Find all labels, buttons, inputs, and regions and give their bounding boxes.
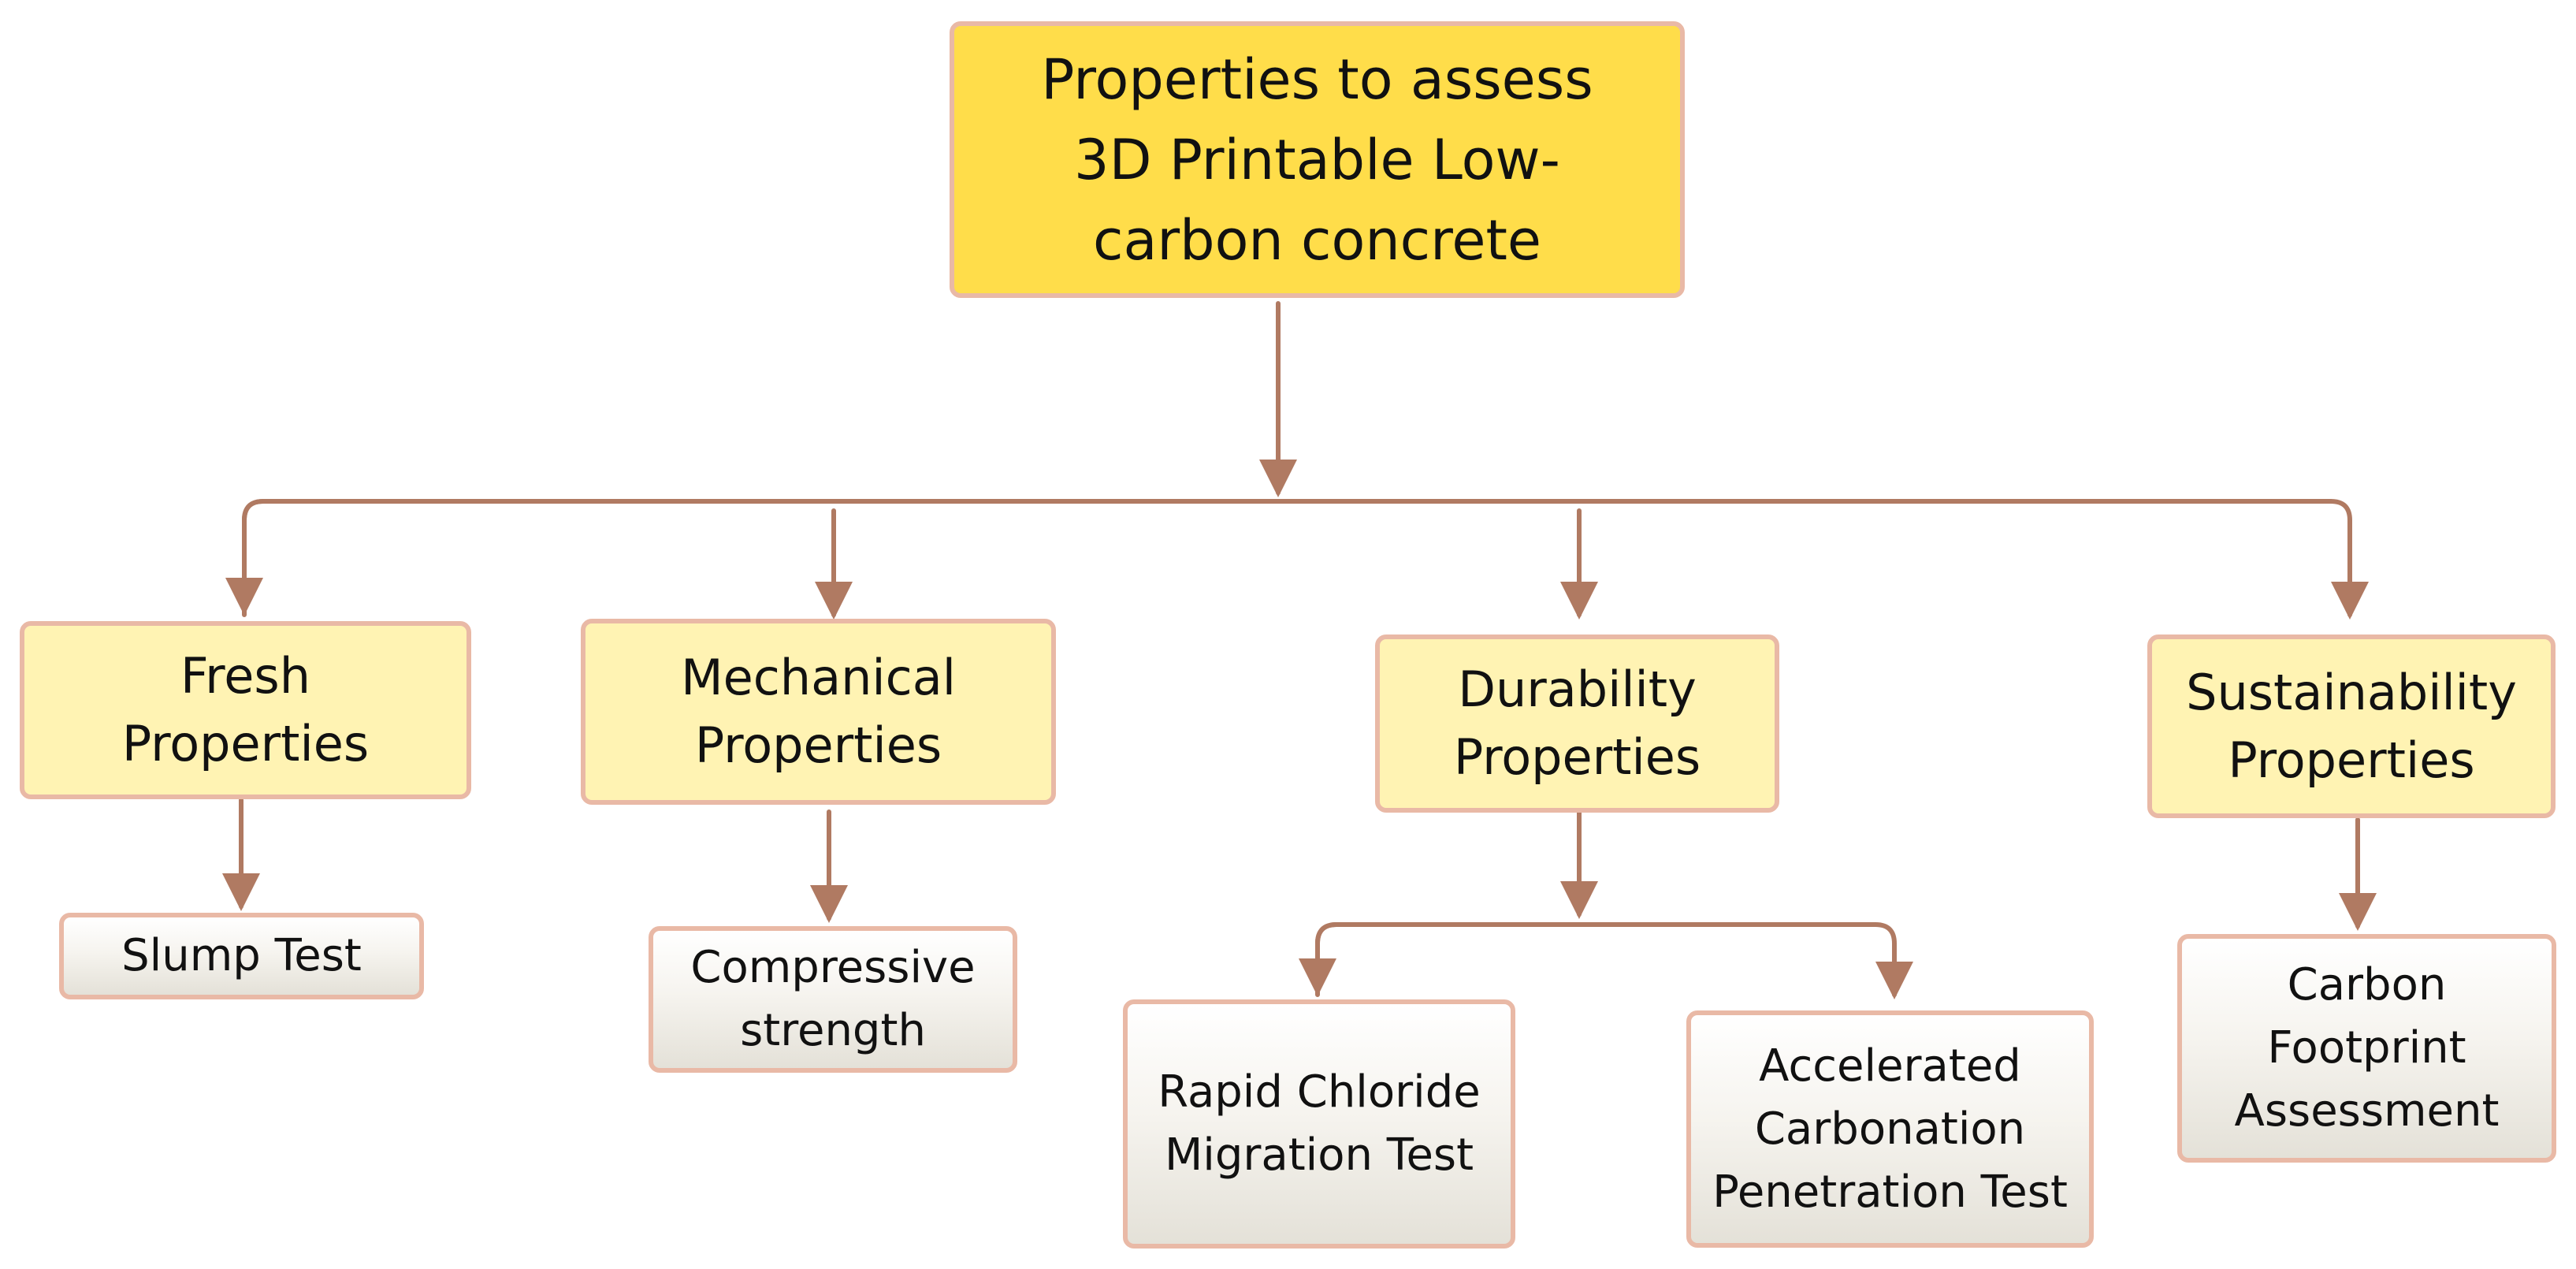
connector-bus-start — [225, 499, 266, 616]
test-chloride-label: Rapid Chloride Migration Test — [1158, 1066, 1481, 1181]
test-compressive-label: Compressive strength — [690, 942, 976, 1056]
connector-bus — [242, 499, 2369, 620]
category-sustainability-label: Sustainability Properties — [2186, 663, 2517, 789]
category-fresh-label: Fresh Properties — [121, 647, 370, 772]
root-node: Properties to assess 3D Printable Low- c… — [950, 21, 1685, 298]
root-node-label: Properties to assess 3D Printable Low- c… — [1041, 47, 1593, 273]
category-mechanical-properties: Mechanical Properties — [581, 619, 1056, 805]
test-carbonation-label: Accelerated Carbonation Penetration Test — [1712, 1040, 2068, 1218]
test-slump-label: Slump Test — [121, 930, 362, 981]
test-footprint-label: Carbon Footprint Assessment — [2234, 959, 2500, 1137]
test-carbon-footprint-assessment: Carbon Footprint Assessment — [2177, 934, 2556, 1163]
connector-split-to-chloride — [1299, 922, 1339, 996]
category-durability-properties: Durability Properties — [1375, 634, 1779, 813]
test-rapid-chloride-migration: Rapid Chloride Migration Test — [1123, 999, 1515, 1249]
test-compressive-strength: Compressive strength — [649, 926, 1017, 1073]
test-slump: Slump Test — [59, 913, 424, 999]
test-accelerated-carbonation: Accelerated Carbonation Penetration Test — [1686, 1010, 2094, 1248]
category-durability-label: Durability Properties — [1453, 661, 1701, 786]
category-sustainability-properties: Sustainability Properties — [2147, 634, 2556, 818]
category-mechanical-label: Mechanical Properties — [681, 649, 956, 774]
connector-durability-split — [1315, 922, 1913, 999]
category-fresh-properties: Fresh Properties — [20, 621, 471, 799]
